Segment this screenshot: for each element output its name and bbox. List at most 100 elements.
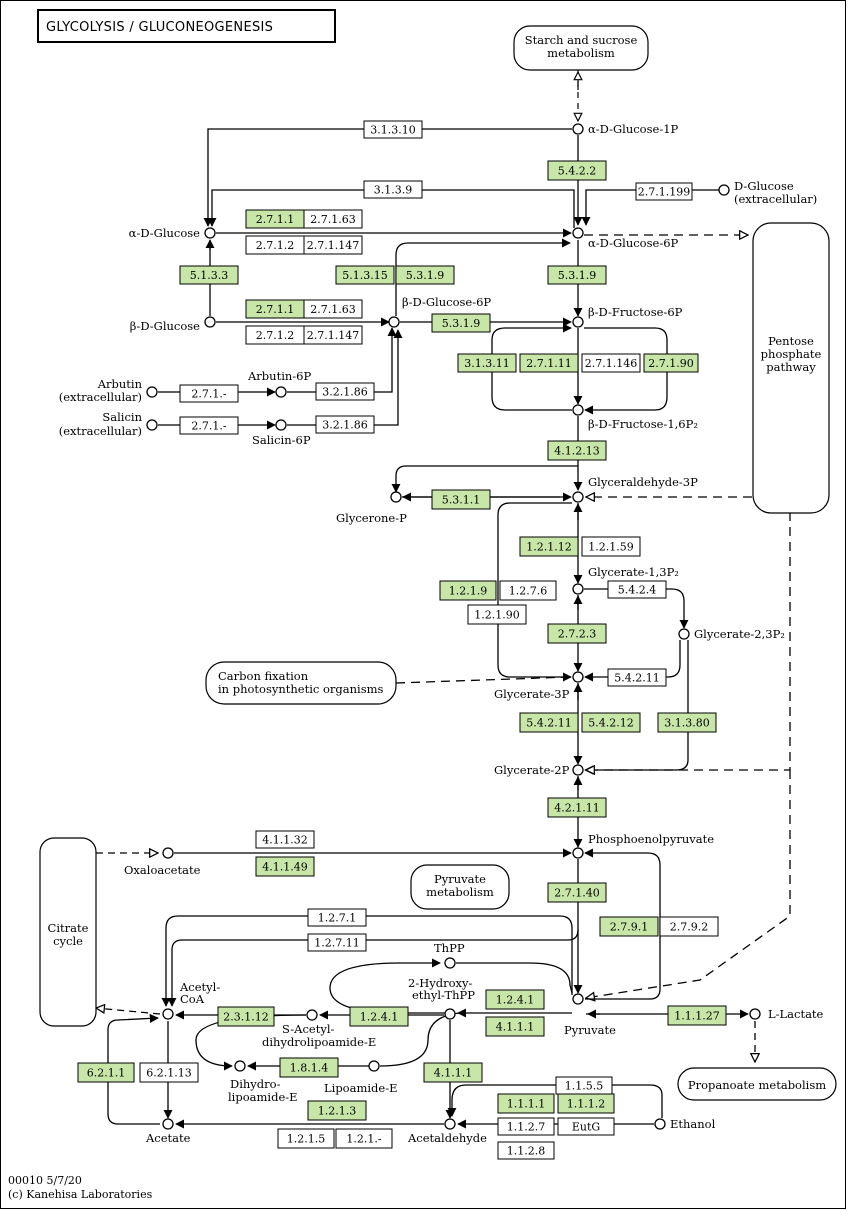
enzyme-box[interactable]: 2.7.1.11 <box>519 353 579 373</box>
enzyme-box[interactable]: 4.1.1.32 <box>255 830 315 849</box>
enzyme-box[interactable]: 2.7.1.147 <box>303 235 363 255</box>
enzyme-box[interactable]: 2.7.1.40 <box>547 882 607 903</box>
enzyme-box[interactable]: 5.3.1.1 <box>431 489 491 510</box>
enzyme-box[interactable]: 5.4.2.2 <box>547 160 607 181</box>
enzyme-box[interactable]: EutG <box>557 1117 615 1136</box>
enzyme-box[interactable]: 2.7.9.2 <box>659 916 719 937</box>
compound-node[interactable] <box>572 993 584 1005</box>
enzyme-box[interactable]: 2.7.1.90 <box>643 353 699 373</box>
enzyme-box[interactable]: 1.2.1.9 <box>439 580 497 601</box>
compound-node[interactable] <box>162 1118 174 1130</box>
enzyme-box[interactable]: 2.7.1.- <box>179 384 239 403</box>
map-label[interactable]: Propanoate metabolism <box>688 1078 826 1092</box>
map-label[interactable]: Pentose <box>768 334 814 348</box>
enzyme-box[interactable]: 2.7.1.2 <box>245 325 305 345</box>
enzyme-box[interactable]: 1.1.5.5 <box>555 1076 613 1095</box>
map-label[interactable]: Pyruvate <box>434 872 486 886</box>
enzyme-box[interactable]: 3.1.3.80 <box>657 712 717 733</box>
enzyme-box[interactable]: 1.2.1.59 <box>581 536 641 557</box>
enzyme-box[interactable]: 6.2.1.13 <box>139 1062 199 1083</box>
compound-node[interactable] <box>146 419 158 431</box>
enzyme-box[interactable]: 1.2.7.1 <box>307 908 367 927</box>
compound-node[interactable] <box>572 316 584 328</box>
enzyme-box[interactable]: 4.2.1.11 <box>547 797 607 818</box>
enzyme-box[interactable]: 2.7.9.1 <box>599 916 659 937</box>
compound-node[interactable] <box>572 671 584 683</box>
enzyme-box[interactable]: 3.2.1.86 <box>315 382 375 401</box>
enzyme-box[interactable]: 5.3.1.9 <box>547 265 607 285</box>
map-label[interactable]: metabolism <box>547 46 615 60</box>
compound-node[interactable] <box>444 957 456 969</box>
enzyme-box[interactable]: 2.7.1.- <box>179 416 239 435</box>
enzyme-box[interactable]: 1.2.7.11 <box>307 933 367 952</box>
enzyme-box[interactable]: 2.7.1.63 <box>303 299 363 319</box>
compound-node[interactable] <box>204 316 216 328</box>
compound-node[interactable] <box>749 1008 761 1020</box>
compound-node[interactable] <box>572 847 584 859</box>
enzyme-box[interactable]: 5.3.1.9 <box>431 313 491 333</box>
enzyme-box[interactable]: 1.2.4.1 <box>485 989 545 1010</box>
enzyme-box[interactable]: 2.3.1.12 <box>217 1006 275 1027</box>
enzyme-box[interactable]: 1.1.2.8 <box>497 1141 555 1160</box>
enzyme-box[interactable]: 2.7.1.199 <box>635 182 693 201</box>
enzyme-box[interactable]: 5.4.2.11 <box>607 668 667 687</box>
compound-node[interactable] <box>162 847 174 859</box>
compound-node[interactable] <box>275 419 287 431</box>
enzyme-box[interactable]: 3.1.3.9 <box>363 180 423 199</box>
compound-node[interactable] <box>572 491 584 503</box>
enzyme-box[interactable]: 2.7.1.1 <box>245 299 305 319</box>
enzyme-box[interactable]: 3.1.3.10 <box>363 120 423 139</box>
compound-node[interactable] <box>572 404 584 416</box>
enzyme-box[interactable]: 1.2.4.1 <box>349 1006 409 1027</box>
enzyme-box[interactable]: 1.2.1.12 <box>519 536 579 557</box>
enzyme-box[interactable]: 1.2.1.- <box>335 1128 393 1149</box>
map-label[interactable]: Carbon fixation <box>218 669 309 683</box>
compound-node[interactable] <box>390 491 402 503</box>
enzyme-box[interactable]: 4.1.1.1 <box>423 1062 483 1083</box>
compound-node[interactable] <box>678 628 690 640</box>
compound-node[interactable] <box>306 1009 318 1021</box>
compound-node[interactable] <box>654 1118 666 1130</box>
map-label[interactable]: Citrate <box>48 921 89 935</box>
enzyme-box[interactable]: 5.4.2.4 <box>607 580 667 599</box>
enzyme-box[interactable]: 5.4.2.12 <box>581 712 641 733</box>
enzyme-box[interactable]: 6.2.1.1 <box>77 1062 135 1083</box>
enzyme-box[interactable]: 4.1.1.49 <box>255 856 315 877</box>
map-label[interactable]: phosphate <box>761 347 822 361</box>
enzyme-box[interactable]: 1.1.2.7 <box>497 1117 555 1136</box>
enzyme-box[interactable]: 2.7.2.3 <box>547 623 607 644</box>
compound-node[interactable] <box>572 123 584 135</box>
compound-node[interactable] <box>572 764 584 776</box>
enzyme-box[interactable]: 2.7.1.147 <box>303 325 363 345</box>
map-label[interactable]: metabolism <box>426 885 494 899</box>
compound-node[interactable] <box>444 1008 456 1020</box>
enzyme-box[interactable]: 1.2.7.6 <box>499 580 557 601</box>
compound-node[interactable] <box>146 386 158 398</box>
enzyme-box[interactable]: 1.1.1.1 <box>497 1093 555 1114</box>
enzyme-box[interactable]: 2.7.1.1 <box>245 209 305 229</box>
compound-node[interactable] <box>275 386 287 398</box>
map-label[interactable]: pathway <box>766 360 816 374</box>
enzyme-box[interactable]: 4.1.2.13 <box>547 440 607 461</box>
enzyme-box[interactable]: 5.4.2.11 <box>519 712 579 733</box>
enzyme-box[interactable]: 2.7.1.2 <box>245 235 305 255</box>
compound-node[interactable] <box>234 1060 246 1072</box>
map-label[interactable]: cycle <box>53 934 83 948</box>
enzyme-box[interactable]: 2.7.1.146 <box>581 353 641 373</box>
compound-node[interactable] <box>572 227 584 239</box>
enzyme-box[interactable]: 1.2.1.5 <box>277 1128 335 1149</box>
compound-node[interactable] <box>204 227 216 239</box>
map-label[interactable]: in photosynthetic organisms <box>218 682 384 696</box>
enzyme-box[interactable]: 5.1.3.15 <box>335 265 395 285</box>
compound-node[interactable] <box>572 583 584 595</box>
compound-node[interactable] <box>444 1118 456 1130</box>
compound-node[interactable] <box>388 316 400 328</box>
compound-node[interactable] <box>368 1060 380 1072</box>
enzyme-box[interactable]: 1.2.1.90 <box>467 604 527 625</box>
compound-node[interactable] <box>162 1008 174 1020</box>
enzyme-box[interactable]: 3.1.3.11 <box>457 353 517 373</box>
enzyme-box[interactable]: 5.1.3.3 <box>179 265 239 285</box>
enzyme-box[interactable]: 1.8.1.4 <box>279 1057 339 1078</box>
map-label[interactable]: Starch and sucrose <box>525 33 638 47</box>
enzyme-box[interactable]: 4.1.1.1 <box>485 1016 545 1037</box>
